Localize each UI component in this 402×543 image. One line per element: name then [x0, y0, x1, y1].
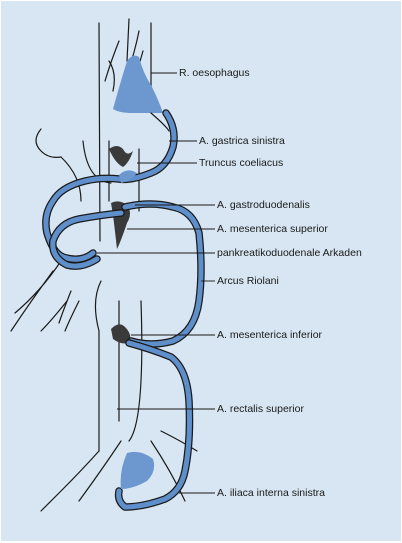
label-gastroduodenalis: A. gastroduodenalis — [217, 199, 310, 211]
oesophagus-branch — [113, 55, 163, 113]
label-pankreat: pankreatikoduodenale Arkaden — [217, 247, 362, 259]
vessel-gastroduodenal — [50, 210, 124, 269]
aorta-outline — [10, 112, 198, 512]
label-gastrica: A. gastrica sinistra — [199, 135, 285, 147]
vessel-riolani — [122, 201, 204, 347]
label-coeliacus: Truncus coeliacus — [199, 157, 284, 169]
vessel-gastrica — [43, 110, 177, 262]
coeliac-trunk — [109, 146, 133, 167]
label-mes-sup: A. mesenterica superior — [217, 223, 328, 235]
label-oesophagus: R. oesophagus — [179, 67, 250, 79]
leader-lines — [97, 72, 215, 494]
label-iliaca: A. iliaca interna sinistra — [217, 487, 325, 499]
label-rectalis: A. rectalis superior — [217, 403, 304, 415]
vessel-rectalis — [116, 340, 192, 510]
label-riolani: Arcus Riolani — [217, 275, 279, 287]
label-mes-inf: A. mesenterica inferior — [217, 329, 323, 341]
ima-trunk — [111, 324, 131, 344]
coeliac-branch — [119, 170, 137, 183]
rectal-region — [120, 451, 155, 489]
